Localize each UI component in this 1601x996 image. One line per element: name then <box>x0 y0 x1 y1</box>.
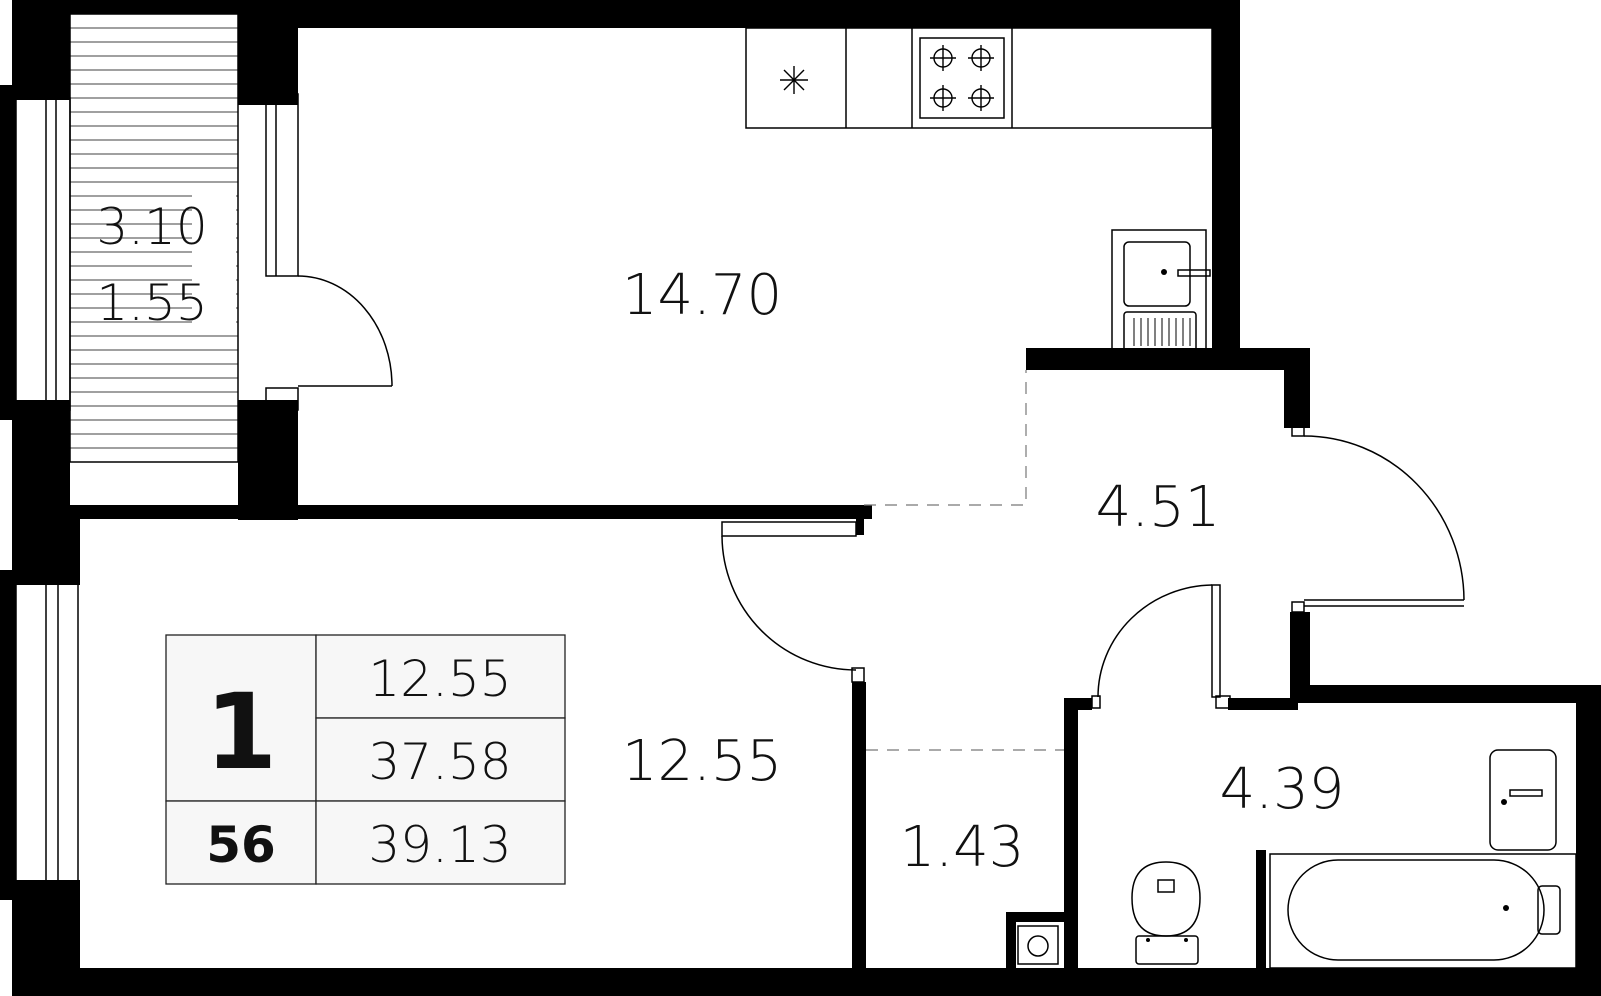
bathroom-area: 4.39 <box>1220 757 1345 822</box>
apartment-number: 56 <box>206 816 276 874</box>
kitchen-furniture <box>745 27 1213 359</box>
hall-area: 4.51 <box>1096 475 1221 540</box>
corridor-area: 1.43 <box>900 815 1025 880</box>
burner-cross <box>930 45 956 71</box>
fridge-icon <box>780 66 808 94</box>
washbasin-icon <box>1489 749 1557 851</box>
total-area: 37.58 <box>368 733 511 791</box>
burner-cross <box>968 45 994 71</box>
bathtub-icon <box>1269 853 1577 969</box>
total-area-with-balcony: 39.13 <box>368 816 511 874</box>
burner-cross <box>968 85 994 111</box>
sink-icon <box>1111 229 1211 359</box>
balcony-area: 3.10 <box>96 198 207 256</box>
stove-icon <box>919 37 1005 119</box>
kitchen-living-area: 14.70 <box>622 263 782 328</box>
bathroom-fixtures <box>1017 749 1577 969</box>
toilet-icon <box>1131 861 1201 965</box>
balcony <box>15 13 393 463</box>
rooms-count: 1 <box>205 671 277 793</box>
washing-machine-icon <box>1017 925 1059 965</box>
zone-lines <box>864 370 1064 751</box>
doors <box>721 425 1465 709</box>
bedroom-window <box>15 577 79 893</box>
bedroom-area: 12.55 <box>622 729 782 794</box>
summary-table: 1 12.55 37.58 56 39.13 <box>165 634 566 885</box>
balcony-area-reduced: 1.55 <box>96 274 207 332</box>
living-area: 12.55 <box>368 650 511 708</box>
burner-cross <box>930 85 956 111</box>
